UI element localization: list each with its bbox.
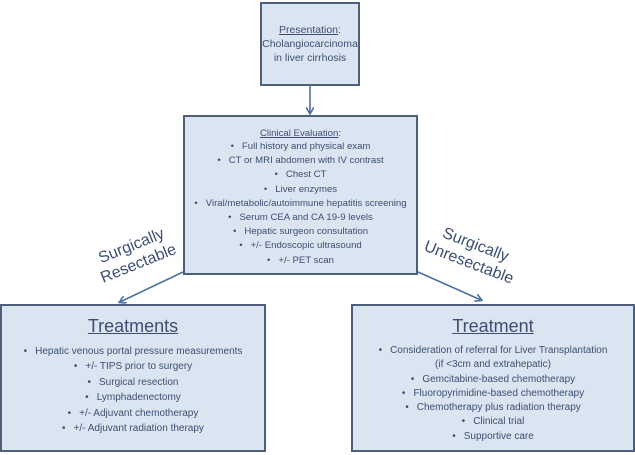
list-item: +/- PET scan [185, 254, 416, 268]
list-item: Serum CEA and CA 19-9 levels [185, 211, 416, 225]
list-item: CT or MRI abdomen with IV contrast [185, 154, 416, 168]
list-item: Liver enzymes [185, 183, 416, 197]
list-item: Full history and physical exam [185, 140, 416, 154]
clinical-evaluation-box: Clinical Evaluation: Full history and ph… [183, 115, 418, 275]
presentation-line: Cholangiocarcinoma [262, 38, 358, 50]
list-item: Hepatic venous portal pressure measureme… [2, 344, 264, 359]
list-item: Consideration of referral for Liver Tran… [353, 344, 633, 358]
resectable-treatments-list: Hepatic venous portal pressure measureme… [2, 344, 264, 436]
resectable-treatments-box: Treatments Hepatic venous portal pressur… [0, 304, 266, 452]
resectable-treatments-heading: Treatments [87, 316, 179, 336]
list-item: +/- Adjuvant radiation therapy [2, 421, 264, 436]
list-item-continuation: (if <3cm and extrahepatic) [435, 359, 551, 371]
unresectable-treatment-heading: Treatment [452, 316, 534, 336]
list-item: Gemcitabine-based chemotherapy [353, 373, 633, 387]
presentation-line: in liver cirrhosis [273, 52, 347, 64]
list-item: Lymphadenectomy [2, 390, 264, 405]
presentation-heading-line: Presentation: [262, 23, 358, 37]
clinical-evaluation-list: Full history and physical exam CT or MRI… [185, 140, 416, 268]
unresectable-treatment-box: Treatment Consideration of referral for … [351, 304, 635, 452]
list-item: Viral/metabolic/autoimmune hepatitis scr… [185, 197, 416, 211]
list-item: Clinical trial [353, 415, 633, 429]
presentation-box: Presentation: Cholangiocarcinoma in live… [260, 2, 360, 86]
list-item: Chest CT [185, 168, 416, 182]
list-item: Hepatic surgeon consultation [185, 225, 416, 239]
arrow-evaluation-to-unresectable [417, 271, 481, 300]
clinical-evaluation-heading-line: Clinical Evaluation: [185, 127, 416, 140]
presentation-heading: Presentation [279, 24, 339, 36]
list-item: +/- Adjuvant chemotherapy [2, 406, 264, 421]
list-item: Chemotherapy plus radiation therapy [353, 401, 633, 415]
list-item: +/- TIPS prior to surgery [2, 359, 264, 374]
list-item: Supportive care [353, 430, 633, 444]
clinical-evaluation-heading-colon: : [338, 128, 342, 139]
list-item: Fluoropyrimidine-based chemotherapy [353, 387, 633, 401]
list-item: Surgical resection [2, 375, 264, 390]
arrow-evaluation-to-resectable [120, 271, 184, 302]
presentation-heading-colon: : [338, 24, 341, 36]
list-item: +/- Endoscopic ultrasound [185, 239, 416, 253]
clinical-evaluation-heading: Clinical Evaluation [259, 128, 339, 139]
unresectable-treatment-list: Consideration of referral for Liver Tran… [353, 344, 633, 444]
